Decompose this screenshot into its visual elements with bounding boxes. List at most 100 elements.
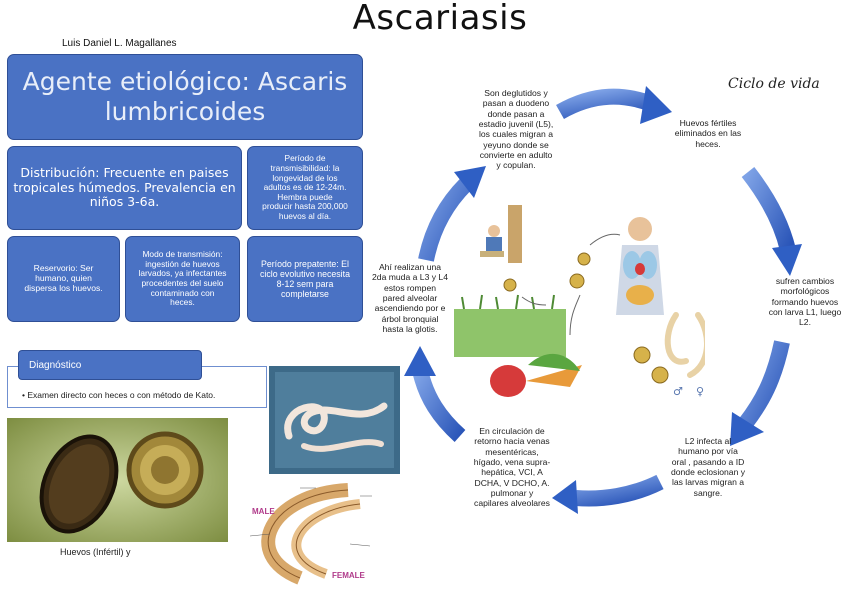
text-line: humano, quien (35, 273, 92, 284)
diagnosis-item: • Examen directo con heces o con método … (22, 390, 216, 400)
text-line: L2. (799, 317, 811, 328)
arrow-bottom (575, 474, 664, 507)
male-symbol: ♂ (673, 385, 683, 398)
text-line: con larva L1, luego (768, 306, 842, 317)
text-line: DCHA, V DCHO, A. (474, 477, 550, 488)
text-line: capilares alveolares (474, 498, 550, 509)
text-line: eliminados en las (674, 128, 742, 139)
text-line: donde eclosionan y (670, 466, 746, 477)
text-line: 8-12 sem para (276, 279, 334, 289)
text-line: En circulación de (479, 426, 545, 436)
female-label: FEMALE (332, 571, 366, 580)
text-line: heces. (170, 297, 195, 308)
text-line: contaminado con (150, 287, 215, 298)
tomato (490, 365, 526, 397)
text-line: Agente etiológico: Ascaris (22, 67, 348, 96)
text-line: ingestión de huevos (145, 258, 220, 269)
text-line: estadio juvenil (L5), (478, 118, 554, 129)
lettuce (528, 353, 580, 371)
text-line: oral , pasando a ID (671, 456, 745, 467)
text-line: ciclo evolutivo necesita (260, 268, 350, 279)
text-line: Período de (284, 153, 326, 164)
text-line: hepática, VCI, A (481, 467, 543, 478)
text-line: tropicales húmedos. Prevalencia en (13, 179, 236, 195)
text-line: hígado, vena supra- (473, 456, 551, 467)
diagnosis-heading: Diagnóstico (18, 350, 202, 380)
egg-output-1 (633, 346, 651, 364)
text-line: morfológicos (780, 286, 830, 297)
text-line: los cuales migran a (478, 129, 554, 140)
text-line: Ahí realizan una (378, 262, 442, 272)
text-line: ascendiendo por e (374, 303, 446, 314)
cycle-arrows (404, 86, 802, 514)
carrot (526, 365, 582, 387)
text-line: donde pasan a (487, 108, 545, 119)
person-head (488, 225, 500, 237)
text-line: niños 3-6a. (89, 194, 160, 210)
worm-shape (284, 402, 388, 440)
text-line: huevos al día. (278, 211, 332, 222)
text-line: Son deglutidos y (484, 88, 548, 98)
arrow-top (556, 88, 655, 120)
text-line: convierte en adulto (479, 149, 553, 160)
text-line: procedentes del suelo (141, 278, 224, 288)
text-line: humano por vía (678, 446, 738, 457)
arrow-right-top (741, 167, 796, 252)
text-line: producir hasta 200,000 (262, 201, 348, 212)
text-line: Huevos fértiles (679, 118, 737, 128)
adult-worm-male (664, 312, 689, 365)
human-head (628, 217, 652, 241)
text-line: transmisibilidad: la (270, 162, 340, 173)
female-symbol: ♀ (696, 385, 704, 398)
egg-soil-2 (569, 273, 585, 289)
text-line: larvados, ya infectantes (138, 268, 227, 279)
text-line: sufren cambios (775, 276, 835, 286)
tree-trunk (508, 205, 522, 263)
text-line: pared alveolar (382, 292, 438, 303)
adult-worm-female (687, 312, 705, 378)
text-line: adultos es de 12-24m. (263, 182, 347, 193)
grass (454, 309, 566, 357)
arrow-right-bottom (738, 340, 790, 429)
page-title: Ascariasis (352, 0, 528, 38)
text-line: sangre. (693, 487, 723, 498)
text-line: mesentéricas, (485, 446, 539, 457)
intestine (626, 285, 654, 305)
text-line: árbol bronquial (381, 313, 439, 324)
cycle-heading: Ciclo de vida (728, 76, 820, 92)
text-line: Distribución: Frecuente en paises (20, 165, 229, 181)
text-line: 2da muda a L3 y L4 (372, 272, 448, 283)
male-label: MALE (252, 507, 275, 516)
text-line: y copulan. (496, 160, 536, 171)
text-line: dispersa los huevos. (24, 282, 103, 293)
text-line: pulmonar y (490, 487, 534, 498)
heart (635, 263, 645, 275)
text-line: formando huevos (771, 296, 839, 307)
text-line: longevidad de los (272, 172, 338, 183)
text-line: Hembra puede (277, 191, 333, 202)
text-line: las larvas migran a (671, 477, 745, 488)
text-line: yeyuno donde se (483, 139, 549, 150)
text-line: pasan a duodeno (482, 98, 550, 109)
eggs-caption: Huevos (Infértil) y (60, 547, 131, 557)
egg-soil-1 (503, 278, 517, 292)
text-line: L2 infecta al (684, 436, 732, 446)
person-body (486, 237, 502, 251)
arrow-left-bottom (412, 368, 466, 442)
eggs-photo (7, 418, 228, 542)
text-line: hasta la glotis. (382, 323, 438, 334)
